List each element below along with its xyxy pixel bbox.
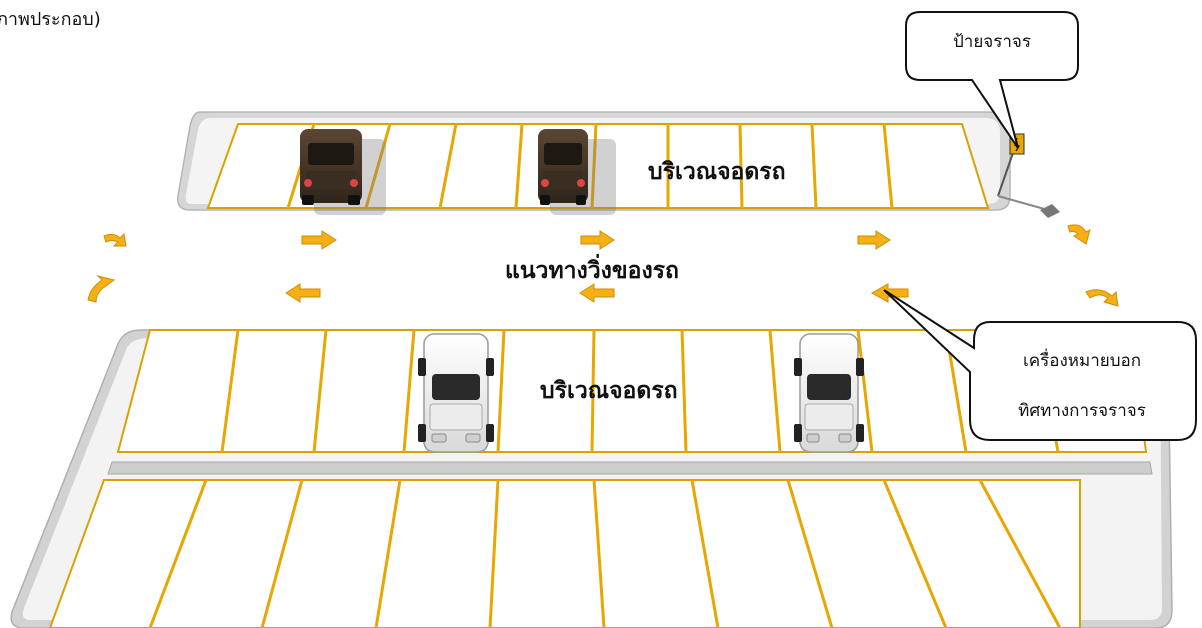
- direction-arrows: [87, 224, 1119, 307]
- bottom-bay-stripe-lower: [882, 479, 948, 628]
- bottom-bay-stripe-upper: [312, 329, 328, 453]
- top-bay-stripe: [738, 123, 744, 209]
- bottom-bay-stripe-upper: [680, 329, 688, 453]
- bottom-parking-area-label: บริเวณจอดรถ: [540, 378, 678, 404]
- bottom-bay-stripe-lower: [488, 479, 500, 628]
- bottom-bay-stripe-upper: [496, 329, 506, 453]
- direction-marker-callout-line1: เครื่องหมายบอก: [1022, 351, 1142, 371]
- arrow-curve-left-bottom: [87, 275, 116, 303]
- bottom-bay-stripe-upper: [768, 329, 782, 453]
- top-bay-stripe: [590, 123, 598, 209]
- arrow-right-3: [857, 230, 891, 250]
- white-car-1: [418, 333, 494, 453]
- bottom-bay-stripe-upper: [856, 329, 874, 453]
- figure-caption: ภาพประกอบ): [0, 9, 101, 30]
- arrow-right-2: [580, 230, 615, 250]
- top-bay-stripe: [810, 123, 818, 209]
- arrow-left-2: [579, 283, 615, 303]
- direction-marker-callout-bubble: [883, 289, 1197, 441]
- top-parking-area-label: บริเวณจอดรถ: [648, 159, 786, 185]
- direction-marker-callout-line2: ทิศทางการจราจร: [1018, 401, 1146, 421]
- bottom-bay-stripe-upper: [220, 329, 240, 453]
- arrow-curve-right-bottom: [1085, 289, 1119, 307]
- traffic-sign-callout-text: ป้ายจราจร: [952, 32, 1032, 52]
- top-bay-stripe: [438, 123, 458, 209]
- bottom-bay-stripe-lower: [592, 479, 606, 628]
- white-car-2: [794, 333, 864, 453]
- driving-lane-label: แนวทางวิ่งของรถ: [505, 258, 679, 284]
- bottom-bay-stripe-upper: [402, 329, 416, 453]
- top-parking-stripes: [286, 123, 894, 209]
- bottom-bay-stripe-upper: [590, 329, 596, 453]
- arrow-right-1: [301, 230, 337, 250]
- top-bay-stripe: [514, 123, 524, 209]
- top-bay-stripe: [364, 123, 392, 209]
- bottom-parking-stripes: [148, 329, 1062, 628]
- traffic-sign-callout-bubble: [905, 11, 1079, 149]
- top-parking-slab: [177, 111, 1011, 211]
- arrow-curve-right-top: [1067, 224, 1091, 245]
- bottom-bay-stripe-lower: [374, 479, 402, 628]
- arrow-curve-left-top: [103, 232, 127, 247]
- brown-car-1: [300, 129, 386, 215]
- bottom-bay-stripe-lower: [148, 479, 208, 628]
- bottom-parking-slab: [10, 329, 1173, 628]
- brown-car-2: [538, 129, 616, 215]
- top-bay-stripe: [882, 123, 894, 209]
- bottom-bay-stripe-lower: [978, 479, 1062, 628]
- arrow-left-1: [285, 283, 321, 303]
- bottom-bay-stripe-lower: [690, 479, 720, 628]
- bottom-bay-stripe-lower: [260, 479, 304, 628]
- bottom-bay-stripe-lower: [786, 479, 834, 628]
